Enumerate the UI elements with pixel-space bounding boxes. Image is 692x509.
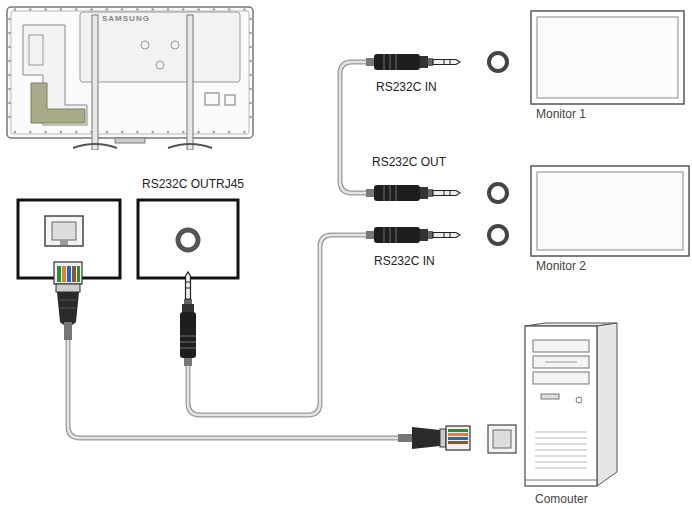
- monitor-box: Monitor 2: [530, 165, 690, 257]
- monitor-outline: [530, 165, 690, 257]
- monitor-outline: [530, 10, 685, 105]
- display-back: SAMSUNG: [5, 5, 255, 150]
- port-label: RS232C IN: [376, 80, 437, 94]
- port-label: RS232C OUTRJ45: [142, 177, 244, 191]
- tv-outline: [5, 5, 255, 150]
- pc-outline: [505, 322, 620, 490]
- device-label: Monitor 1: [536, 108, 586, 121]
- port-label: RS232C OUT: [372, 155, 446, 169]
- brand-logo: SAMSUNG: [102, 14, 150, 23]
- monitor-box: Monitor 1: [530, 10, 685, 105]
- port-label: RS232C IN: [374, 254, 435, 268]
- device-label: Comouter: [535, 493, 588, 506]
- device-label: Monitor 2: [536, 260, 586, 273]
- computer-tower: Comouter: [505, 322, 620, 490]
